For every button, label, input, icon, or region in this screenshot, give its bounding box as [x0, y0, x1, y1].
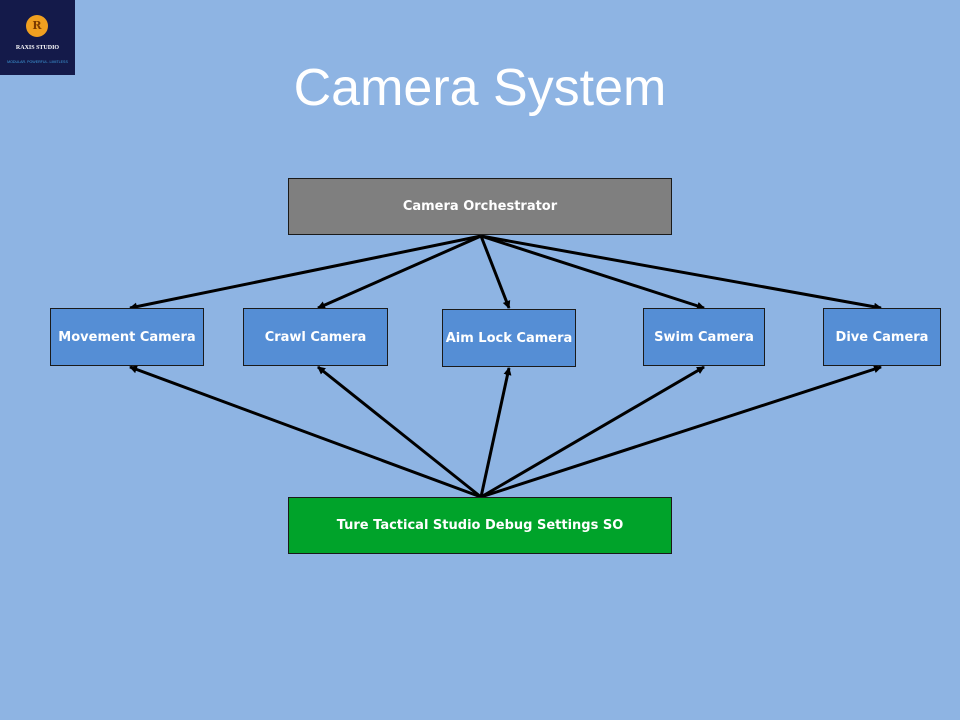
crawl-camera-node: Crawl Camera — [243, 308, 388, 366]
arrow-orchestrator-aimlock — [479, 235, 511, 309]
arrow-settings-swim — [480, 365, 705, 499]
arrow-settings-aimlock — [479, 367, 512, 498]
arrow-settings-movement — [129, 365, 482, 499]
arrow-orchestrator-swim — [480, 234, 705, 310]
swim-camera-node: Swim Camera — [643, 308, 765, 366]
arrow-settings-crawl — [317, 365, 482, 499]
arrow-orchestrator-dive — [480, 234, 882, 311]
studio-logo: R RAXIS STUDIO MODULAR. POWERFUL. LIMITL… — [0, 0, 75, 75]
arrow-settings-dive — [480, 365, 882, 499]
arrow-orchestrator-crawl — [317, 234, 482, 310]
logo-tagline: MODULAR. POWERFUL. LIMITLESS — [7, 60, 68, 64]
slide-title: Camera System — [293, 59, 667, 117]
dive-camera-node: Dive Camera — [823, 308, 941, 366]
debug-settings-node: Ture Tactical Studio Debug Settings SO — [288, 497, 672, 554]
movement-camera-node: Movement Camera — [50, 308, 204, 366]
aim-lock-camera-node: Aim Lock Camera — [442, 309, 576, 367]
logo-mark-icon: R — [26, 15, 48, 37]
logo-name: RAXIS STUDIO — [15, 45, 60, 51]
camera-orchestrator-node: Camera Orchestrator — [288, 178, 672, 235]
arrow-orchestrator-movement — [129, 234, 482, 311]
